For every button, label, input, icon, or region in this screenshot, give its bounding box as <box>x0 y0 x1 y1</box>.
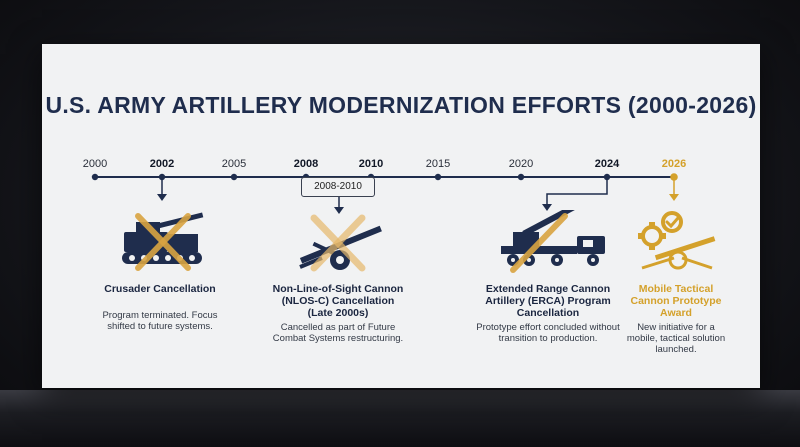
truck-artillery-icon <box>501 210 605 273</box>
year-label-2015: 2015 <box>425 158 451 170</box>
timeline-dot-2000 <box>91 173 99 181</box>
year-label-2026: 2026 <box>661 158 687 170</box>
event-title-crusader: Crusader Cancellation <box>104 283 216 295</box>
arrow-head-nlosc <box>334 207 344 214</box>
arrow-head-2026 <box>669 194 679 201</box>
arrow-2024 <box>546 177 608 206</box>
year-label-2024: 2024 <box>594 158 620 170</box>
year-label-2010: 2010 <box>358 158 384 170</box>
year-label-2008: 2008 <box>293 158 319 170</box>
page-title: U.S. ARMY ARTILLERY MODERNIZATION EFFORT… <box>45 92 757 118</box>
infographic-panel: U.S. ARMY ARTILLERY MODERNIZATION EFFORT… <box>42 44 760 388</box>
year-label-2020: 2020 <box>508 158 534 170</box>
event-desc-nlosc: Cancelled as part of Future Combat Syste… <box>272 322 404 344</box>
timeline-dot-2020 <box>517 173 525 181</box>
self-propelled-howitzer-icon <box>122 212 204 271</box>
year-label-2002: 2002 <box>149 158 175 170</box>
floor-reflection <box>0 390 800 447</box>
range-label: 2008-2010 <box>301 177 375 197</box>
towed-cannon-icon <box>299 214 382 272</box>
arrow-head-2002 <box>157 194 167 201</box>
event-desc-crusader: Program terminated. Focus shifted to fut… <box>102 310 218 332</box>
event-desc-erca: Prototype effort concluded without trans… <box>476 322 620 344</box>
gear-cannon-check-icon <box>638 211 716 270</box>
event-title-nlosc: Non-Line-of-Sight Cannon (NLOS-C) Cancel… <box>272 283 404 319</box>
year-label-2000: 2000 <box>82 158 108 170</box>
year-label-2005: 2005 <box>221 158 247 170</box>
arrow-head-2024 <box>542 204 552 211</box>
timeline-dot-2015 <box>434 173 442 181</box>
timeline-dot-2005 <box>230 173 238 181</box>
event-desc-mtc: New initiative for a mobile, tactical so… <box>626 322 726 355</box>
event-title-mtc: Mobile Tactical Cannon Prototype Award <box>630 283 722 319</box>
event-title-erca: Extended Range Cannon Artillery (ERCA) P… <box>485 283 611 319</box>
